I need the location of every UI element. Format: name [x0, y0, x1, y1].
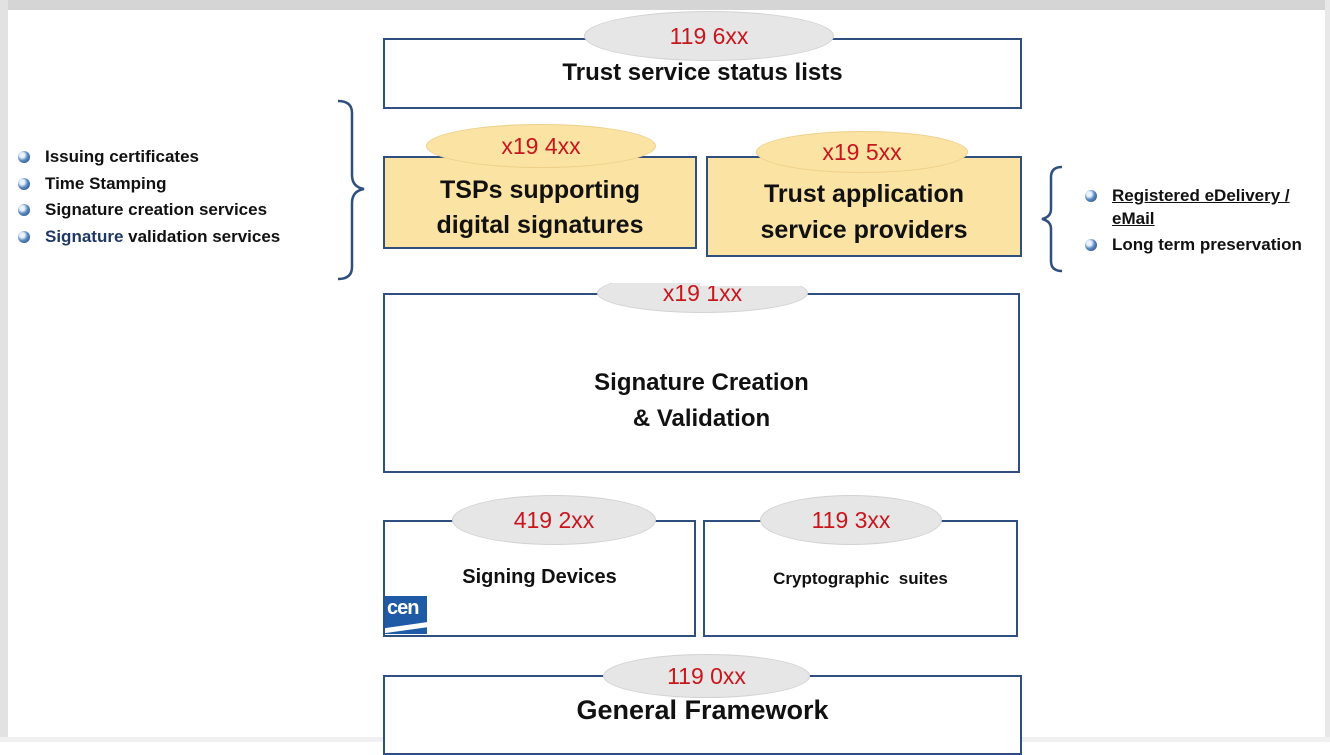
bullet-icon [18, 204, 30, 216]
list-item: Issuing certificates [18, 144, 280, 171]
bullet-icon [1085, 239, 1097, 251]
edelivery-link-line2[interactable]: eMail [1112, 208, 1155, 228]
edelivery-link-line1[interactable]: Registered eDelivery / [1112, 186, 1290, 205]
tasp-code: x19 5xx [756, 131, 968, 173]
status-lists-code: 119 6xx [584, 11, 834, 61]
framework-title: General Framework [576, 695, 829, 725]
tasp-title-line2: service providers [760, 216, 968, 244]
devices-code: 419 2xx [452, 495, 656, 545]
bullet-icon [18, 177, 30, 190]
bullet-icon [18, 151, 30, 163]
list-item[interactable]: Registered eDelivery / [1085, 183, 1302, 210]
bullet-icon [1085, 190, 1097, 202]
creation-box: Signature Creation & Validation [383, 293, 1020, 473]
tsps-code: x19 4xx [426, 124, 656, 168]
creation-title-line1: Signature Creation [594, 369, 809, 396]
creation-oval-mask [700, 263, 820, 286]
creation-title-line2: & Validation [632, 405, 771, 432]
tsps-title-line2: digital signatures [436, 211, 644, 239]
right-service-list: Registered eDelivery / eMail Long term p… [1085, 183, 1302, 259]
list-item: Signature creation services [18, 197, 280, 224]
list-item: Signature validation services [18, 224, 280, 251]
left-bracket [337, 99, 365, 281]
tsps-title-line1: TSPs supporting [440, 176, 640, 204]
left-service-list: Issuing certificates Time Stamping Signa… [18, 144, 280, 250]
devices-title: Signing Devices [462, 566, 617, 588]
list-item: Time Stamping [18, 171, 280, 198]
list-item: Long term preservation [1085, 232, 1302, 259]
crypto-code: 119 3xx [760, 495, 942, 545]
crypto-title: Cryptographic suites [773, 569, 948, 588]
list-item[interactable]: eMail [1085, 206, 1302, 233]
status-lists-title: Trust service status lists [562, 59, 843, 86]
tsps-box: TSPs supporting digital signatures [383, 156, 697, 249]
right-bracket [1041, 165, 1063, 273]
framework-code: 119 0xx [603, 654, 810, 698]
tasp-title-line1: Trust application [763, 180, 965, 208]
bullet-icon [18, 230, 30, 243]
cen-logo: cen [385, 596, 427, 634]
